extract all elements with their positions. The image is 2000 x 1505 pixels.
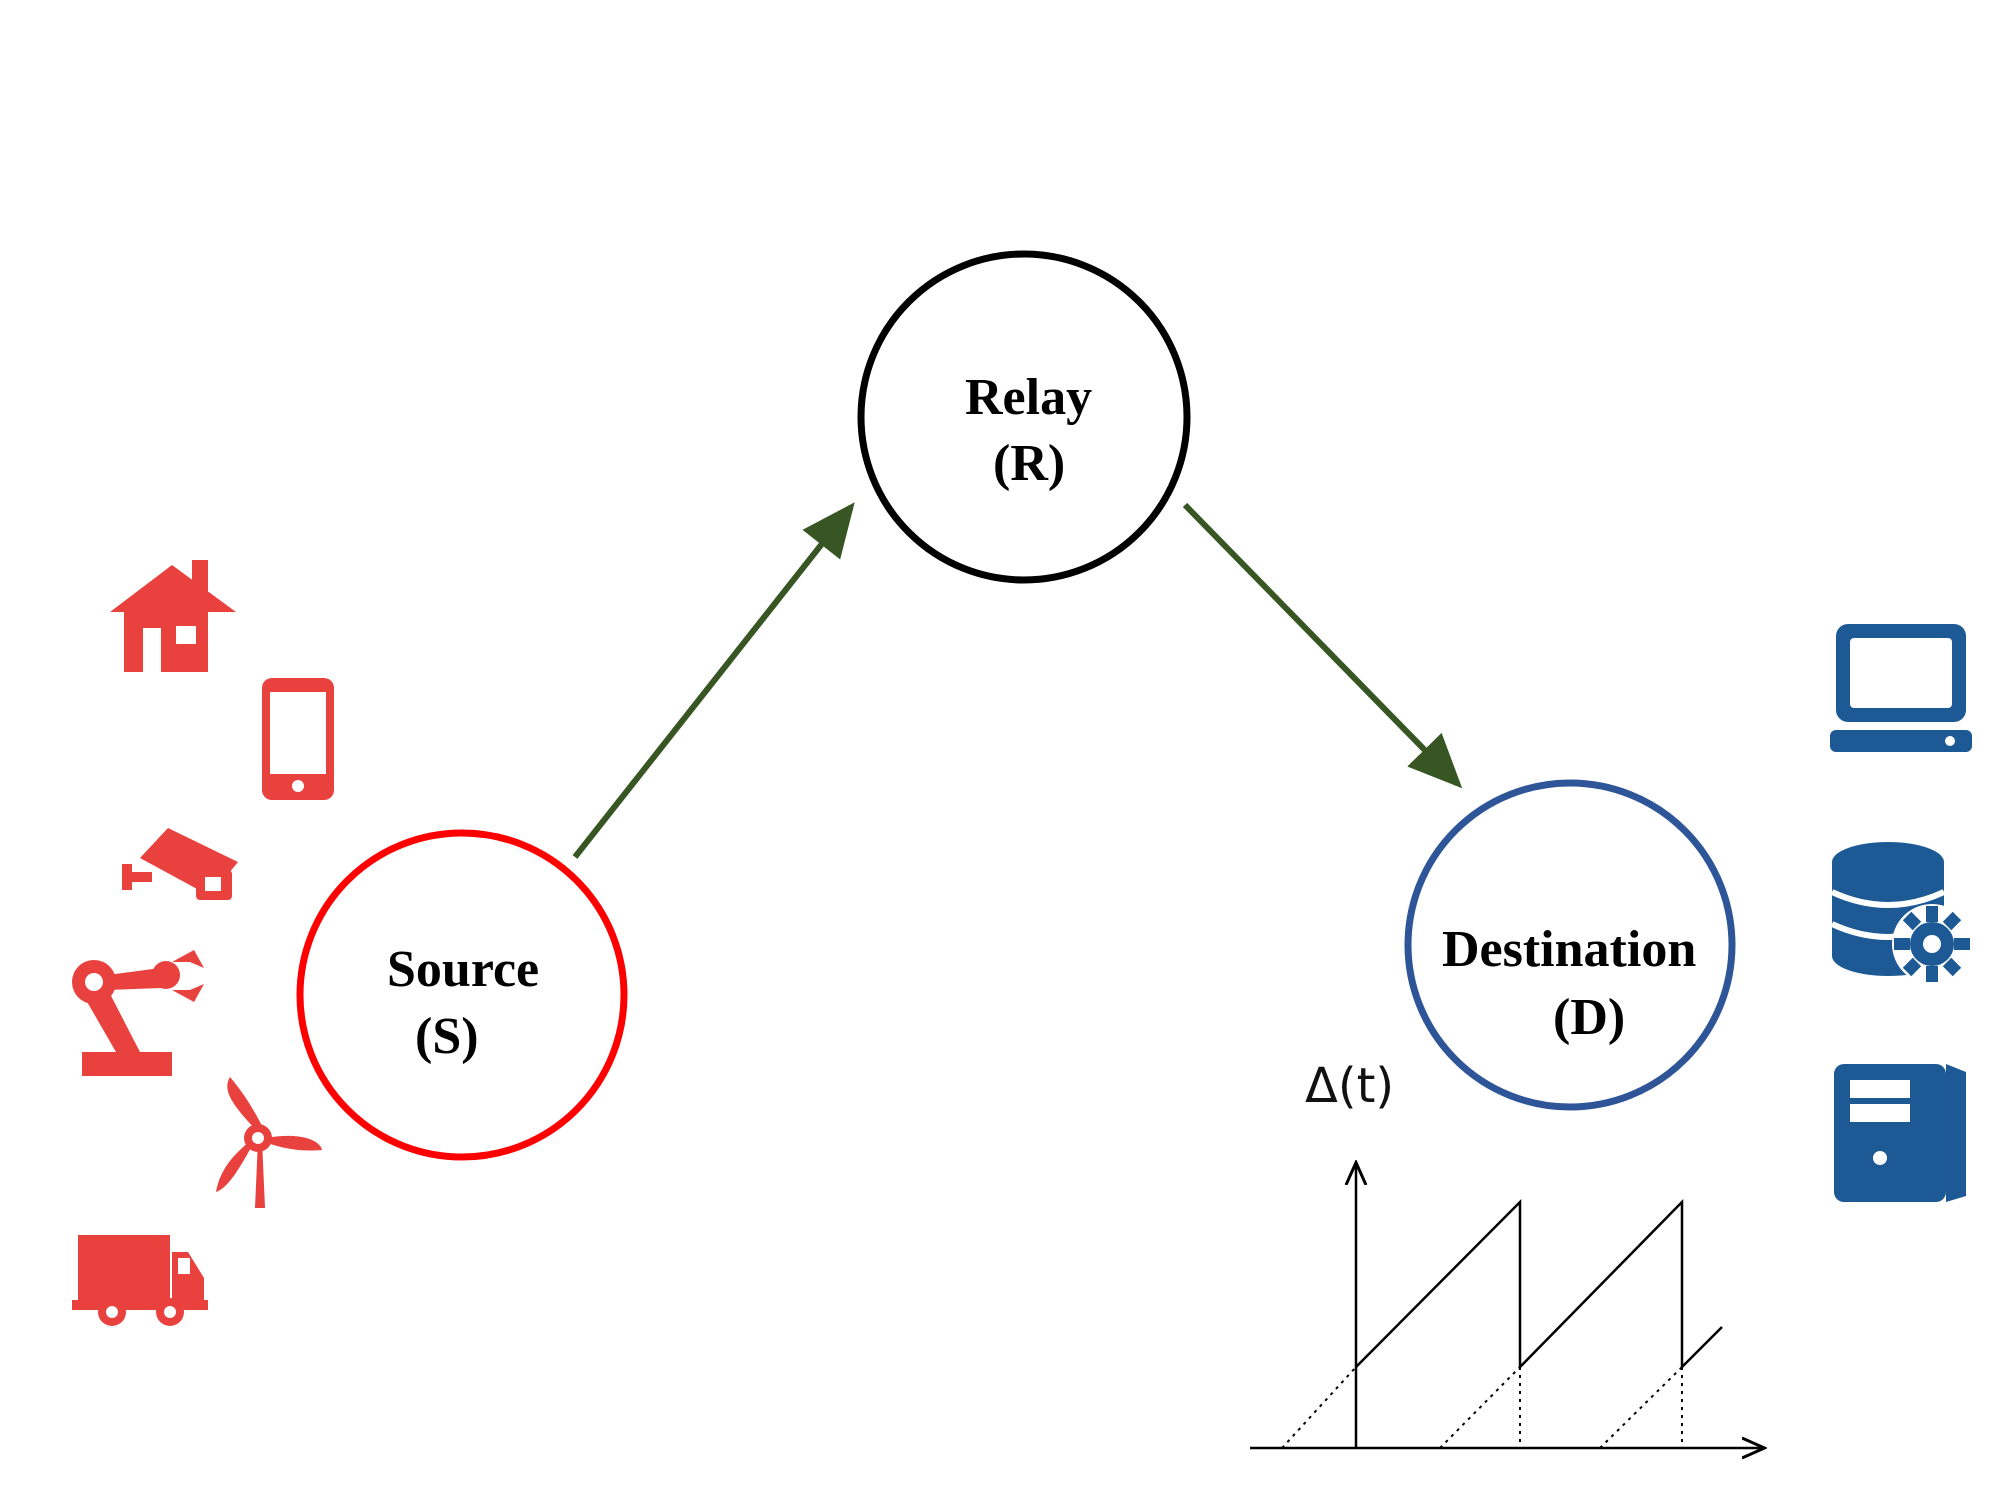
edge-source-relay xyxy=(572,502,855,859)
destination-node xyxy=(1404,779,1736,1111)
database-gear-icon xyxy=(1830,842,1972,984)
robot-arm-icon xyxy=(72,950,204,1076)
source-symbol: (S) xyxy=(415,1008,479,1065)
aoi-dotted-3 xyxy=(1599,1366,1683,1449)
source-node xyxy=(296,829,628,1161)
source-label: Source xyxy=(387,941,540,998)
destination-symbol: (D) xyxy=(1553,989,1626,1046)
truck-icon xyxy=(72,1235,208,1326)
aoi-dotted-2 xyxy=(1439,1366,1521,1449)
security-camera-icon xyxy=(122,828,238,900)
computer-icon xyxy=(1830,624,1972,752)
aoi-plot xyxy=(1250,1165,1762,1448)
smartphone-icon xyxy=(262,678,334,800)
destination-label: Destination xyxy=(1442,921,1697,978)
relay-label: Relay xyxy=(965,369,1093,426)
aoi-y-label: Δ(t) xyxy=(1305,1058,1395,1114)
house-icon xyxy=(110,560,236,672)
relay-symbol: (R) xyxy=(993,435,1066,492)
aoi-sawtooth xyxy=(1355,1198,1723,1371)
server-icon xyxy=(1834,1064,1966,1202)
aoi-dotted-1 xyxy=(1281,1366,1357,1449)
relay-node xyxy=(857,250,1191,584)
edge-relay-destination xyxy=(1182,502,1463,789)
wind-turbine-icon xyxy=(216,1077,322,1208)
